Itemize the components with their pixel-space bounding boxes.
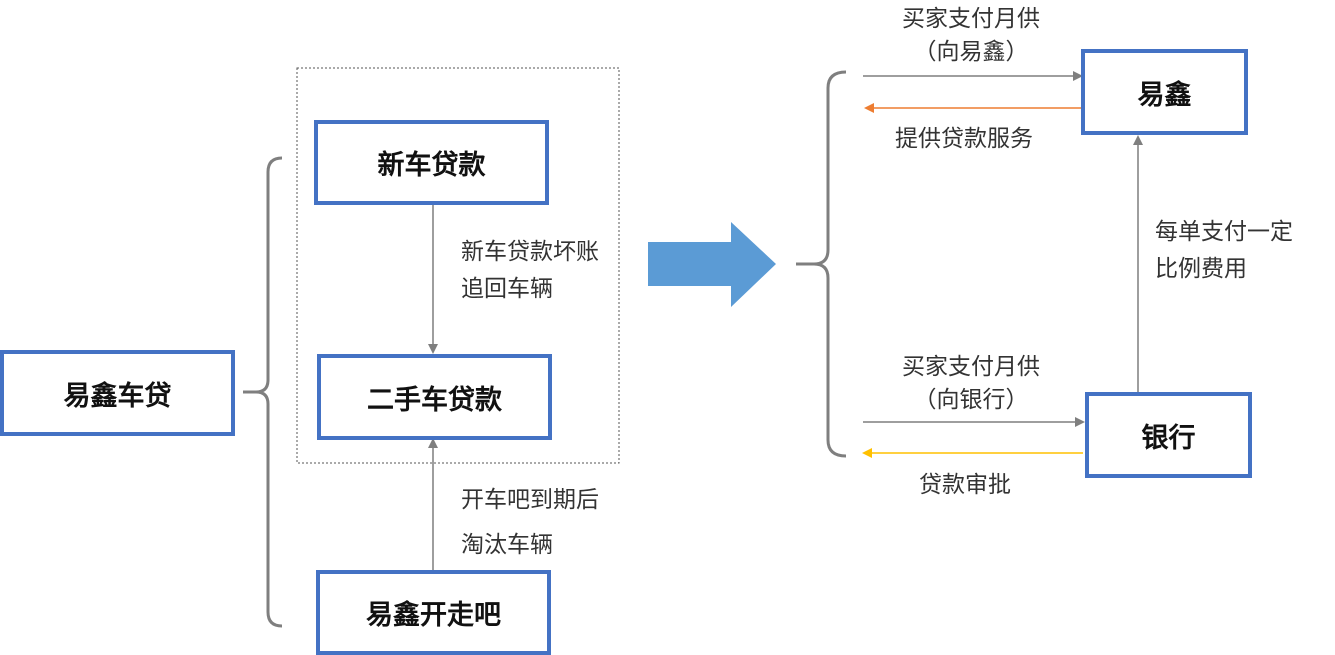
label-pay-bank-line2: （向银行） xyxy=(913,387,1029,413)
node-new-car-loan: 新车贷款 xyxy=(314,120,549,205)
label-pay-yixin-line1: 买家支付月供 xyxy=(902,6,1040,32)
big-transition-arrow xyxy=(648,222,776,307)
right-brace xyxy=(796,70,847,458)
label-bad-debt: 新车贷款坏账 追回车辆 xyxy=(461,234,599,308)
label-pay-bank-line1: 买家支付月供 xyxy=(902,354,1040,380)
node-bank: 银行 xyxy=(1085,392,1252,478)
label-pay-yixin: 买家支付月供 （向易鑫） xyxy=(881,3,1061,69)
label-pay-bank: 买家支付月供 （向银行） xyxy=(881,351,1061,417)
label-fee-line2: 比例费用 xyxy=(1155,256,1247,282)
label-approval: 贷款审批 xyxy=(919,472,1011,498)
label-provide-service: 提供贷款服务 xyxy=(895,126,1033,152)
label-bad-debt-line2: 追回车辆 xyxy=(461,276,553,302)
label-fee-line1: 每单支付一定 xyxy=(1155,219,1293,245)
node-used-car-loan: 二手车贷款 xyxy=(317,354,552,440)
label-pay-yixin-line2: （向易鑫） xyxy=(913,39,1029,65)
node-yixin: 易鑫 xyxy=(1081,49,1248,135)
label-expire-line2: 淘汰车辆 xyxy=(461,532,553,558)
label-fee: 每单支付一定 比例费用 xyxy=(1155,214,1293,288)
node-yixin-kaizouba: 易鑫开走吧 xyxy=(316,570,551,655)
node-yixin-cheda: 易鑫车贷 xyxy=(0,350,235,436)
left-brace xyxy=(243,156,283,628)
label-bad-debt-line1: 新车贷款坏账 xyxy=(461,239,599,265)
dotted-group-frame xyxy=(296,67,620,464)
label-expire: 开车吧到期后 淘汰车辆 xyxy=(461,478,599,568)
label-expire-line1: 开车吧到期后 xyxy=(461,487,599,513)
